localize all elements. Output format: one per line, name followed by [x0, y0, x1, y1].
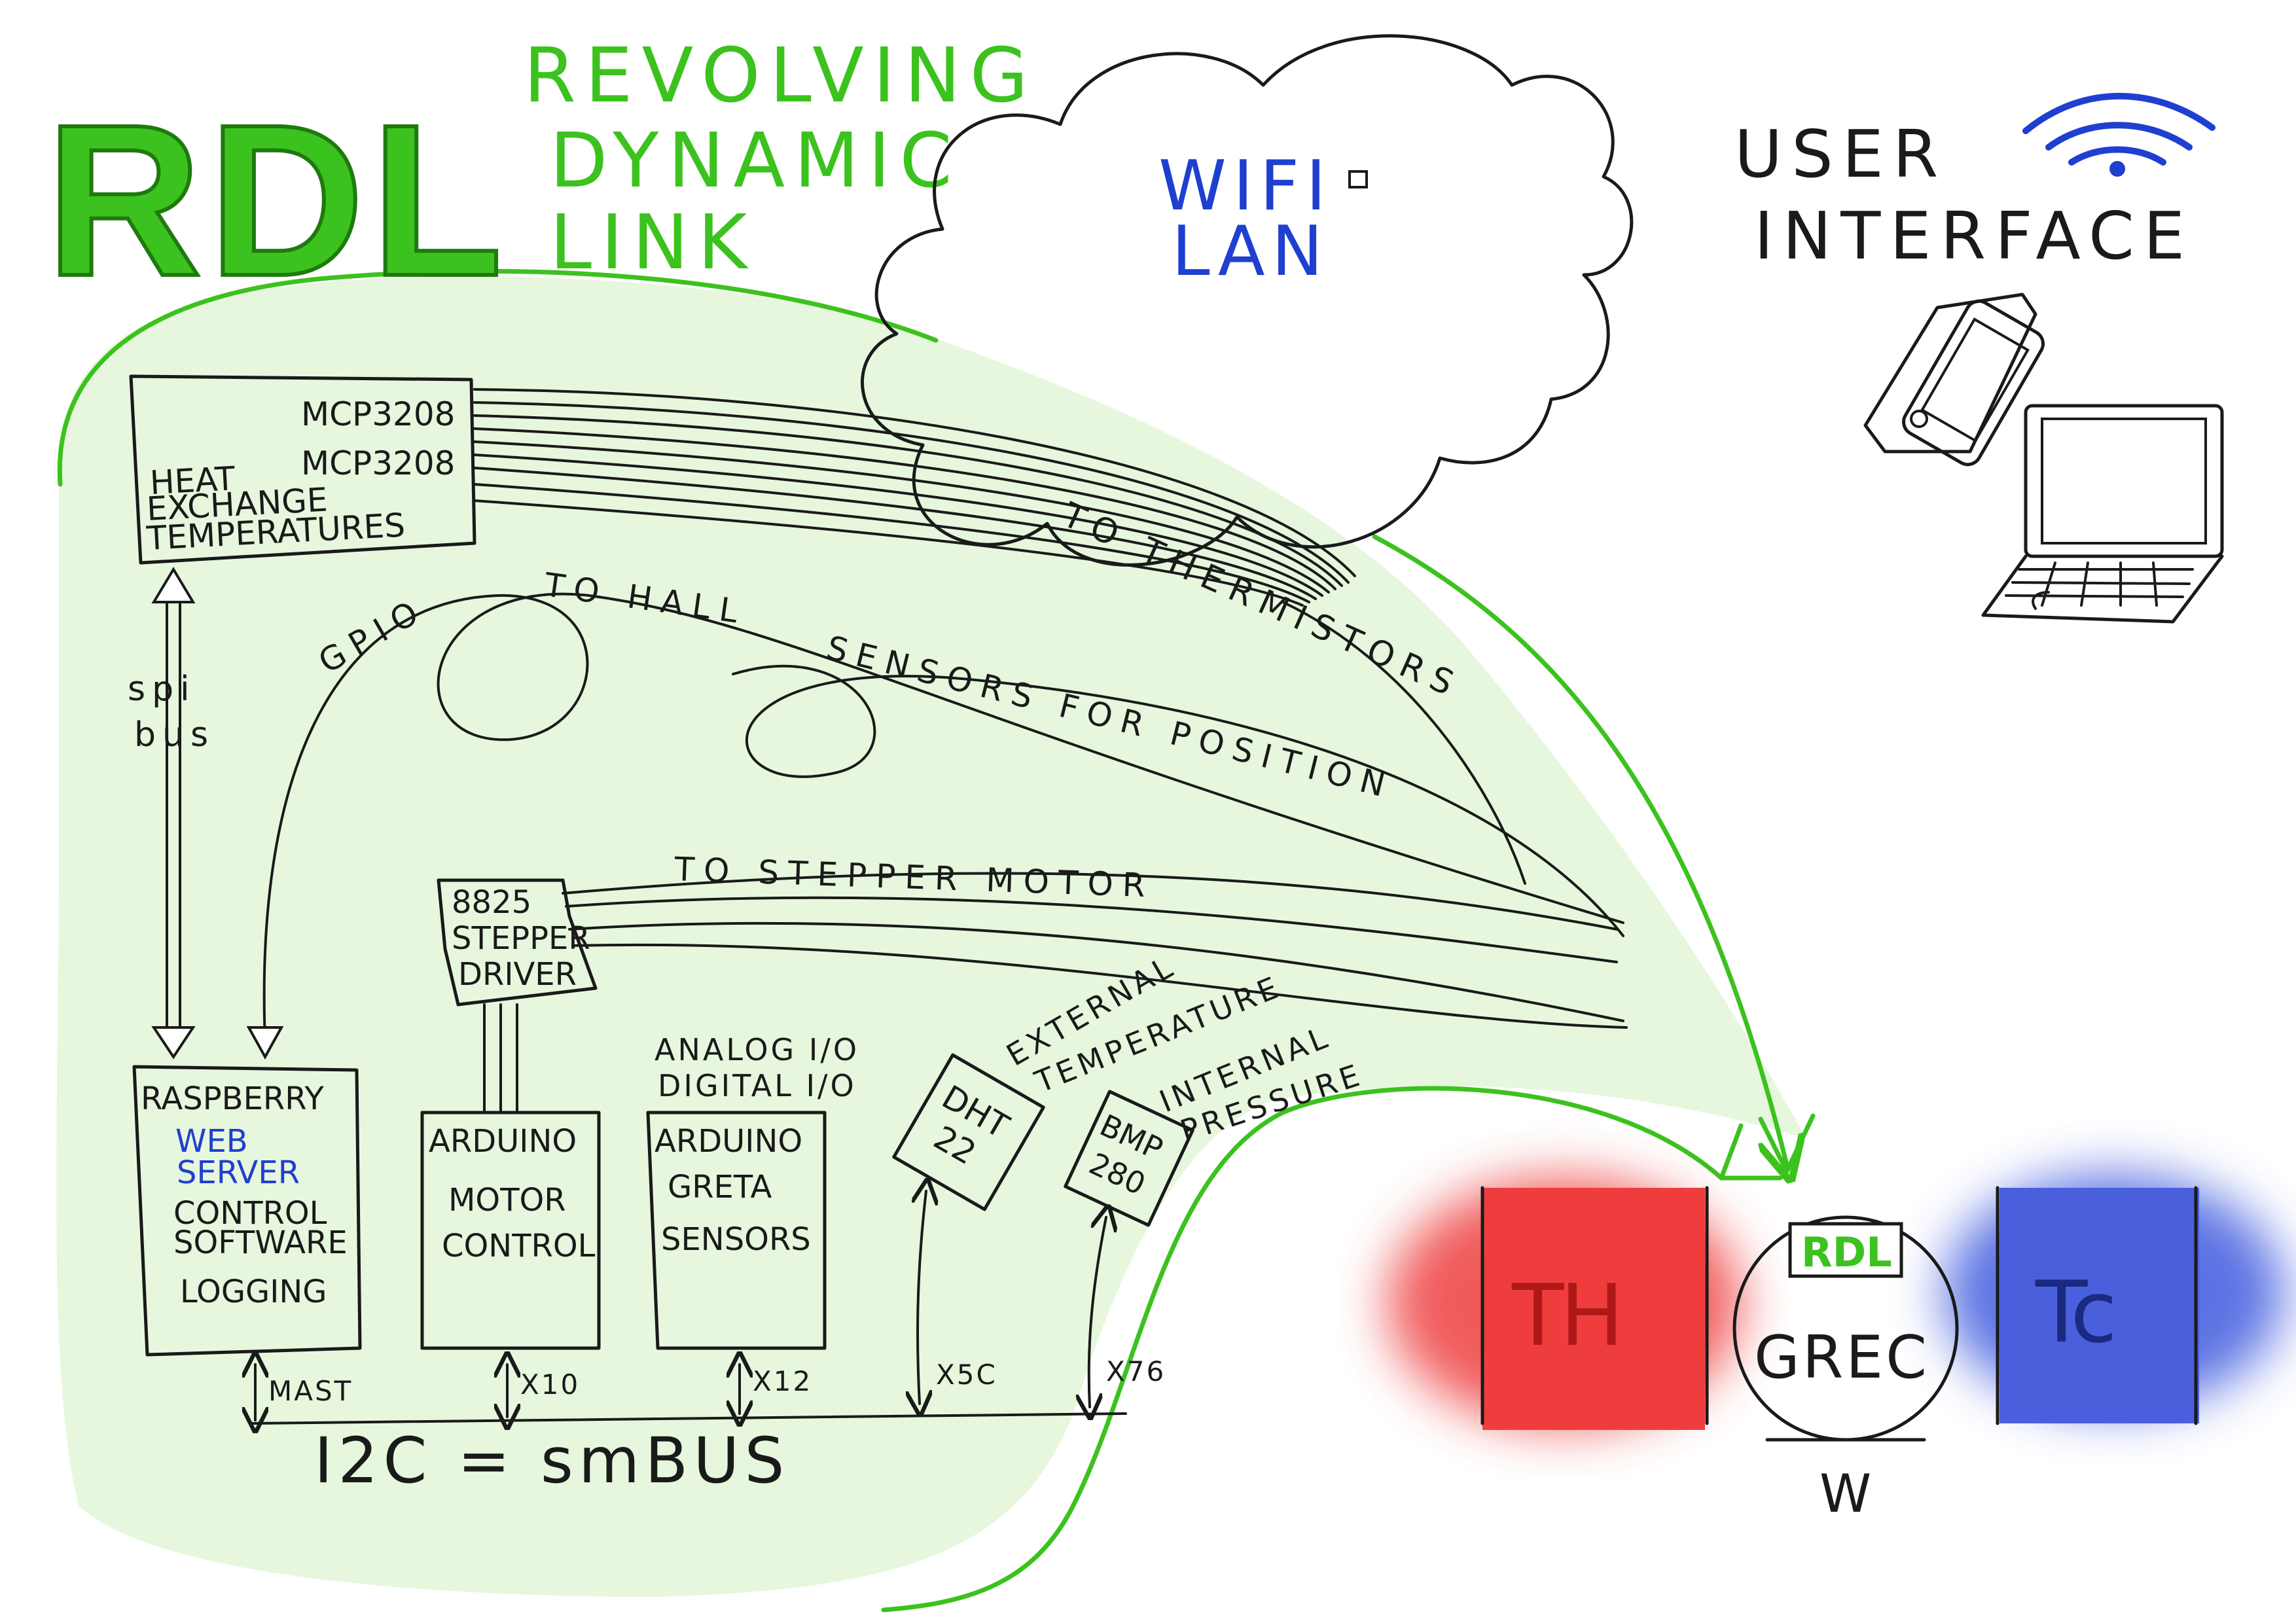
hot-label: TH: [1511, 1266, 1620, 1365]
work-label: W: [1820, 1463, 1871, 1524]
spi-label-1: spi: [128, 669, 196, 709]
bus-label-mast: MAST: [268, 1375, 353, 1407]
stepper-label-1: 8825: [452, 884, 531, 921]
arduino-greta-box: [646, 1111, 827, 1350]
stepper-wires: [483, 872, 1628, 1114]
green-arrow-head-down: [1758, 1113, 1816, 1174]
arduino-motor-line-2: MOTOR: [448, 1182, 566, 1219]
laptop-icon: [1981, 404, 2224, 624]
heat-board-box: [129, 374, 476, 565]
green-arrow-to-grec: [1372, 534, 1787, 1165]
raspberry-line-3: LOGGING: [180, 1274, 327, 1310]
cold-reservoir: [2000, 1188, 2199, 1423]
hall-sensor-wires: [246, 592, 1624, 1060]
cloud-lan-label: LAN: [1172, 211, 1329, 291]
greta-line-1: ARDUINO: [655, 1123, 802, 1160]
raspberry-box: [132, 1065, 362, 1357]
cold-label: Tc: [2035, 1262, 2115, 1362]
wifi-icon: [2022, 92, 2215, 177]
grec-label: GREC: [1754, 1323, 1929, 1392]
green-region: [56, 276, 1807, 1597]
i2c-bus-label: I2C = smBUS: [314, 1424, 789, 1497]
bus-label-x12: X12: [753, 1365, 812, 1397]
raspberry-line-1: CONTROL: [173, 1195, 327, 1232]
grec-logo: RDL: [1801, 1228, 1892, 1276]
ui-line-1: USER: [1734, 116, 1947, 192]
arduino-motor-line-3: CONTROL: [442, 1228, 596, 1264]
raspberry-line-2: SOFTWARE: [173, 1224, 348, 1261]
spi-bus-arrow: [151, 567, 196, 1060]
cloud-shape: [861, 34, 1634, 567]
title-line-1: REVOLVING: [524, 32, 1037, 120]
grec-logo-box: [1788, 1222, 1903, 1278]
smartphone-icon: [1863, 293, 2045, 467]
greta-io-1: ANALOG I/O: [655, 1032, 859, 1067]
raspberry-web-2: SERVER: [177, 1154, 300, 1191]
raspberry-title: RASPBERRY: [141, 1080, 325, 1117]
greta-line-2: GRETA: [668, 1169, 772, 1205]
bus-taps: [255, 1191, 1106, 1420]
thermistor-wires: [473, 388, 1526, 885]
greta-io-2: DIGITAL I/O: [658, 1068, 857, 1103]
raspberry-web-1: WEB: [175, 1123, 248, 1160]
ui-line-2: INTERFACE: [1754, 198, 2194, 274]
hot-reservoir: [1482, 1188, 1705, 1430]
i2c-bus-line: [251, 1412, 1127, 1425]
heat-chip-1: MCP3208: [301, 395, 455, 433]
green-arrow-head-left: [1719, 1123, 1783, 1181]
arduino-motor-line-1: ARDUINO: [429, 1123, 577, 1160]
bus-label-x5c: X5C: [936, 1359, 997, 1391]
green-return-arrow: [881, 1086, 1724, 1613]
spi-label-2: bus: [134, 715, 215, 755]
bus-label-x10: X10: [520, 1368, 580, 1400]
rdl-logo: RDL: [46, 79, 509, 321]
stepper-label-2: STEPPER: [452, 920, 590, 957]
cloud-square-icon: [1348, 170, 1368, 188]
title-line-2: DYNAMIC: [550, 117, 961, 205]
arduino-motor-box: [420, 1111, 601, 1350]
cloud-wifi-label: WIFI: [1158, 146, 1333, 226]
stepper-label-3: DRIVER: [458, 956, 577, 993]
heat-label-2: EXCHANGE: [146, 481, 329, 528]
stepper-driver-box: [437, 878, 598, 1007]
green-loop-outline: [57, 269, 939, 487]
bus-label-x76: X76: [1106, 1355, 1166, 1387]
heat-chip-2: MCP3208: [301, 444, 455, 482]
greta-line-3: SENSORS: [661, 1221, 811, 1258]
heat-label-1: HEAT: [149, 459, 236, 502]
title-line-3: LINK: [550, 199, 756, 287]
